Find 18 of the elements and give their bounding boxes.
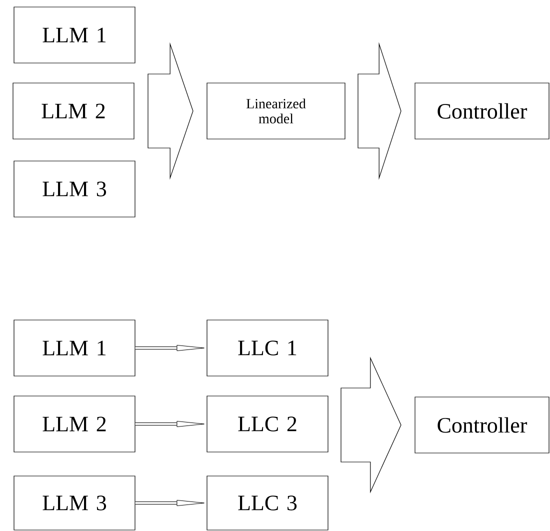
arrow bbox=[135, 500, 204, 506]
process-box: Controller bbox=[414, 82, 550, 140]
process-box: LLM 3 bbox=[14, 476, 136, 530]
arrow bbox=[135, 344, 204, 352]
block-arrow bbox=[340, 356, 402, 494]
process-box: LLC 2 bbox=[206, 396, 328, 452]
block-arrow bbox=[148, 42, 194, 180]
process-box: LLM 1 bbox=[14, 6, 136, 64]
process-box: LLM 2 bbox=[12, 82, 134, 140]
process-box: Linearized model bbox=[206, 82, 346, 140]
process-box: LLC 3 bbox=[206, 476, 328, 530]
process-box: LLC 1 bbox=[206, 320, 328, 376]
process-box: LLM 2 bbox=[14, 396, 136, 452]
block-arrow bbox=[358, 42, 402, 180]
process-box: LLM 1 bbox=[14, 320, 136, 376]
arrow bbox=[135, 420, 204, 428]
process-box: LLM 3 bbox=[14, 160, 136, 218]
process-box: Controller bbox=[414, 396, 550, 454]
